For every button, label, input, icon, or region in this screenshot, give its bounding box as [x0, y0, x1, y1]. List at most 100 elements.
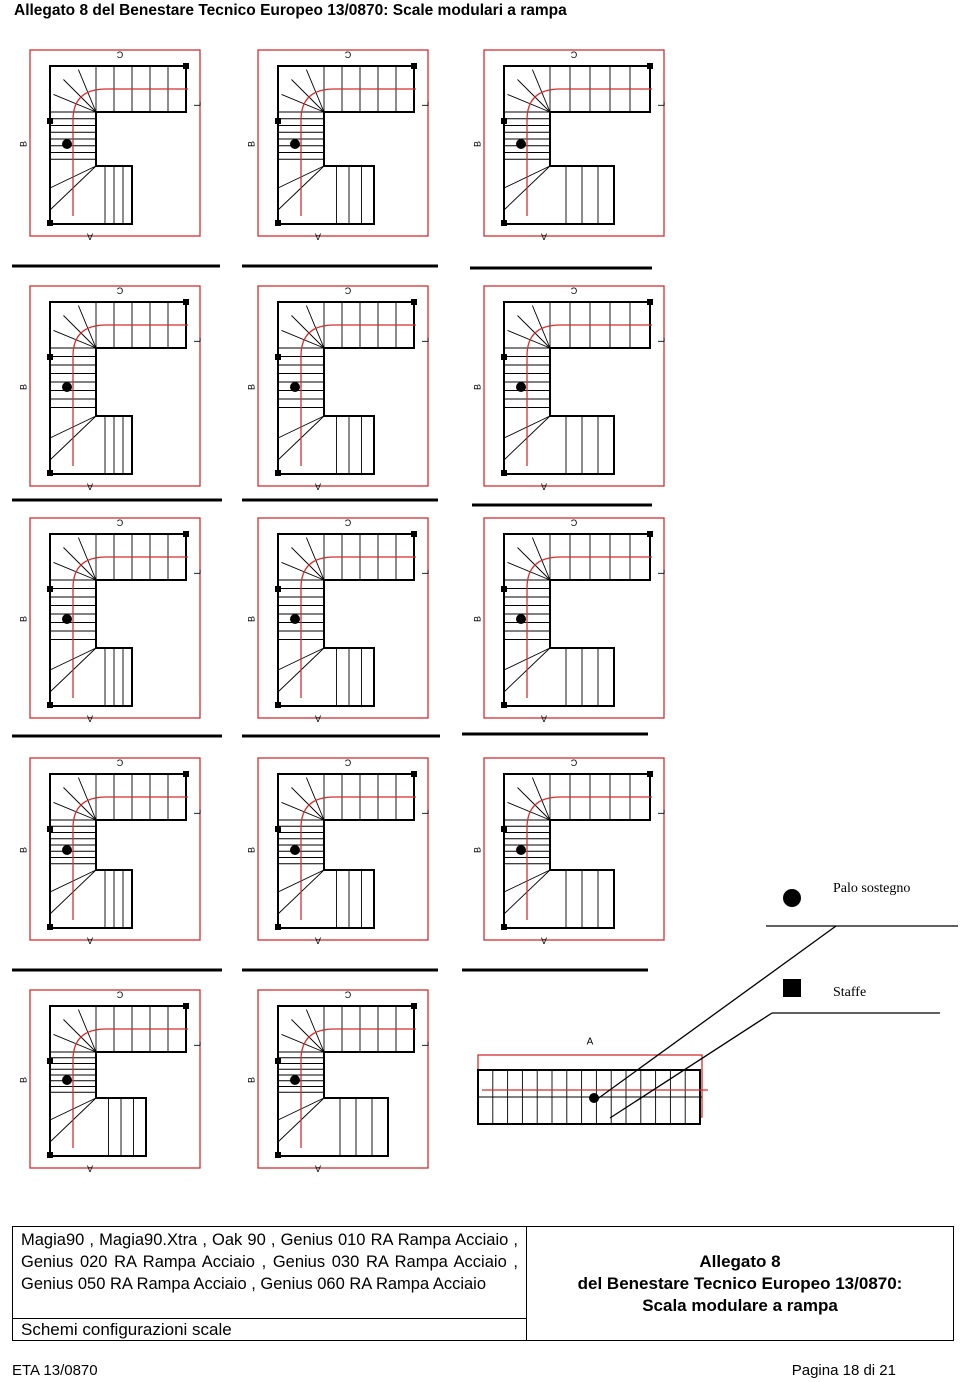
- winder-line: [77, 777, 97, 821]
- straight-stair-scheme: A: [477, 1037, 708, 1125]
- dimension-label-a: A: [87, 482, 93, 492]
- annex-line-1: Allegato 8: [699, 1251, 781, 1271]
- bracket-marker: [47, 924, 53, 930]
- stair-outline: [503, 533, 651, 707]
- legend-leader: [609, 1012, 773, 1119]
- dimension-label-l: L: [420, 569, 430, 574]
- bracket-marker: [501, 354, 507, 360]
- winder-line: [53, 561, 97, 581]
- annex-line-3: Scala modulare a rampa: [642, 1295, 838, 1315]
- stair-outline: [503, 65, 651, 225]
- dimension-outline: [257, 517, 429, 719]
- dimension-outline: [29, 49, 201, 237]
- bracket-marker: [47, 354, 53, 360]
- support-post-marker: [290, 1075, 300, 1085]
- support-post-marker: [290, 614, 300, 624]
- winder-line: [53, 801, 97, 821]
- dimension-label-b: B: [472, 141, 482, 147]
- winder-line: [517, 315, 551, 349]
- dimension-label-c: C: [116, 286, 123, 296]
- winder-line: [53, 93, 97, 113]
- winder-line: [305, 777, 325, 821]
- dimension-label-l: L: [656, 337, 666, 342]
- winder-line: [291, 787, 325, 821]
- support-post-marker: [62, 614, 72, 624]
- bracket-marker: [411, 531, 417, 537]
- winder-line: [291, 1019, 325, 1053]
- winder-line: [281, 93, 325, 113]
- bracket-marker: [501, 702, 507, 708]
- dimension-label-b: B: [18, 1077, 28, 1083]
- winder-line: [77, 1009, 97, 1053]
- bracket-marker: [183, 771, 189, 777]
- dimension-label-l: L: [420, 337, 430, 342]
- page-header: Allegato 8 del Benestare Tecnico Europeo…: [14, 2, 567, 19]
- winder-line: [531, 537, 551, 581]
- bracket-marker: [47, 220, 53, 226]
- bracket-marker: [275, 1058, 281, 1064]
- winder-line: [517, 547, 551, 581]
- winder-line: [507, 561, 551, 581]
- footer-eta-number: ETA 13/0870: [12, 1362, 98, 1379]
- dimension-label-b: B: [472, 384, 482, 390]
- dimension-label-l: L: [192, 1041, 202, 1046]
- dimension-label-c: C: [344, 758, 351, 768]
- support-post-marker: [62, 845, 72, 855]
- bracket-marker: [47, 1058, 53, 1064]
- support-post-marker: [290, 139, 300, 149]
- bracket-marker: [411, 63, 417, 69]
- walking-line: [72, 324, 188, 466]
- bracket-marker: [275, 826, 281, 832]
- configurations-subtitle: Schemi configurazioni scale: [13, 1318, 527, 1340]
- walking-line: [526, 324, 652, 466]
- dimension-label-l: L: [192, 101, 202, 106]
- walking-line: [72, 796, 188, 920]
- support-post-marker: [290, 845, 300, 855]
- dimension-outline: [29, 517, 201, 719]
- dimension-label-c: C: [570, 286, 577, 296]
- bracket-marker: [411, 299, 417, 305]
- dimension-label-l: L: [192, 337, 202, 342]
- bracket-marker: [275, 354, 281, 360]
- dimension-label-a: A: [315, 936, 321, 946]
- dimension-label-l: L: [656, 569, 666, 574]
- winder-line: [517, 787, 551, 821]
- winder-line: [291, 79, 325, 113]
- bracket-marker: [183, 299, 189, 305]
- walking-line: [300, 556, 416, 698]
- bracket-marker: [275, 586, 281, 592]
- stair-scheme: B A C L: [18, 989, 202, 1174]
- dimension-outline: [483, 285, 665, 487]
- support-post-marker: [516, 845, 526, 855]
- support-post-marker: [516, 614, 526, 624]
- dimension-label-a: A: [87, 714, 93, 724]
- bracket-marker: [647, 63, 653, 69]
- post-legend-label: Palo sostegno: [833, 881, 910, 896]
- dimension-label-c: C: [116, 990, 123, 1000]
- dimension-label-a: A: [87, 1164, 93, 1174]
- winder-line: [305, 305, 325, 349]
- support-post-marker: [62, 139, 72, 149]
- winder-line: [63, 315, 97, 349]
- footer-info-box: Magia90 , Magia90.Xtra , Oak 90 , Genius…: [12, 1226, 954, 1341]
- dimension-label-c: C: [116, 758, 123, 768]
- bracket-marker: [275, 470, 281, 476]
- winder-line: [507, 93, 551, 113]
- bracket-marker: [501, 586, 507, 592]
- models-list: Magia90 , Magia90.Xtra , Oak 90 , Genius…: [13, 1227, 527, 1318]
- bracket-marker: [275, 924, 281, 930]
- winder-line: [305, 69, 325, 113]
- winder-line: [63, 787, 97, 821]
- winder-line: [531, 777, 551, 821]
- winder-line: [53, 329, 97, 349]
- bracket-legend-label: Staffe: [833, 985, 866, 1000]
- dimension-label-a: A: [541, 232, 547, 242]
- bracket-marker: [275, 220, 281, 226]
- walking-line: [300, 796, 416, 920]
- dimension-label-c: C: [570, 518, 577, 528]
